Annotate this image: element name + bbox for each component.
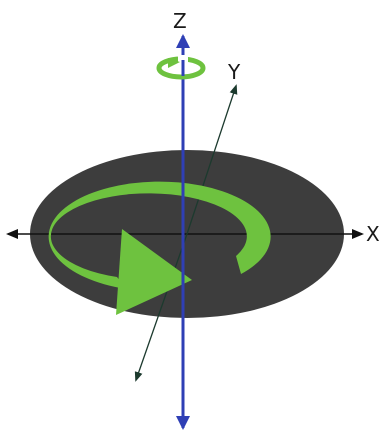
z-rotation-arrow-icon	[156, 55, 206, 80]
x-axis-label: X	[366, 222, 380, 246]
z-axis-label: Z	[173, 9, 187, 33]
y-axis-line	[186, 84, 238, 235]
y-axis-negative-line	[134, 233, 188, 382]
y-axis-label: Y	[227, 60, 241, 84]
rotation-arrow-icon	[48, 181, 271, 315]
